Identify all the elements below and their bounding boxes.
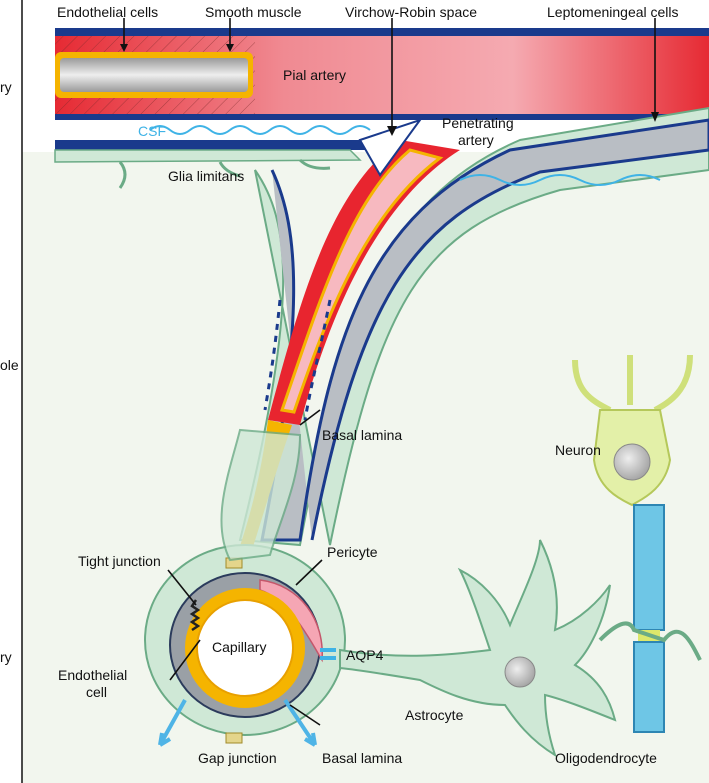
astrocyte xyxy=(339,539,617,758)
side-label-top: ry xyxy=(0,79,12,95)
capillary-unit xyxy=(144,544,346,747)
side-label-middle: ole xyxy=(0,357,19,373)
label-smooth-muscle: Smooth muscle xyxy=(205,4,302,20)
label-virchow-robin-space: Virchow-Robin space xyxy=(345,4,477,20)
label-oligodendrocyte: Oligodendrocyte xyxy=(555,750,657,766)
label-pial-artery: Pial artery xyxy=(283,67,346,83)
label-capillary: Capillary xyxy=(212,639,266,655)
glia-limitans-feet xyxy=(118,158,331,189)
csf-layer xyxy=(55,120,385,150)
label-basal-lamina-lower: Basal lamina xyxy=(322,750,402,766)
label-astrocyte: Astrocyte xyxy=(405,707,464,723)
astrocyte-process xyxy=(220,428,302,562)
label-penetrating-artery-line1: Penetrating xyxy=(442,115,514,131)
neuron-nucleus xyxy=(613,443,651,481)
side-label-bottom: ry xyxy=(0,649,12,665)
glia-limitans-layer xyxy=(54,149,362,163)
label-glia-limitans: Glia limitans xyxy=(168,168,244,184)
label-endothelial-cells: Endothelial cells xyxy=(57,4,158,20)
label-pericyte: Pericyte xyxy=(327,544,378,560)
label-tight-junction: Tight junction xyxy=(78,553,161,569)
pointer-heads xyxy=(120,44,659,136)
label-aqp4: AQP4 xyxy=(346,647,384,663)
label-neuron: Neuron xyxy=(555,442,601,458)
label-leptomeningeal-cells: Leptomeningeal cells xyxy=(547,4,679,20)
axon xyxy=(598,504,702,733)
pointer-lines xyxy=(123,18,656,726)
neuron xyxy=(572,354,693,507)
label-gap-junction: Gap junction xyxy=(198,750,277,766)
pial-artery xyxy=(55,28,709,120)
label-penetrating-artery-line2: artery xyxy=(458,132,494,148)
label-basal-lamina-upper: Basal lamina xyxy=(322,427,402,443)
astrocyte-nucleus xyxy=(504,656,536,688)
label-endothelial-cell-line2: cell xyxy=(86,684,107,700)
label-endothelial-cell-line1: Endothelial xyxy=(58,667,127,683)
label-csf: CSF xyxy=(138,123,166,139)
